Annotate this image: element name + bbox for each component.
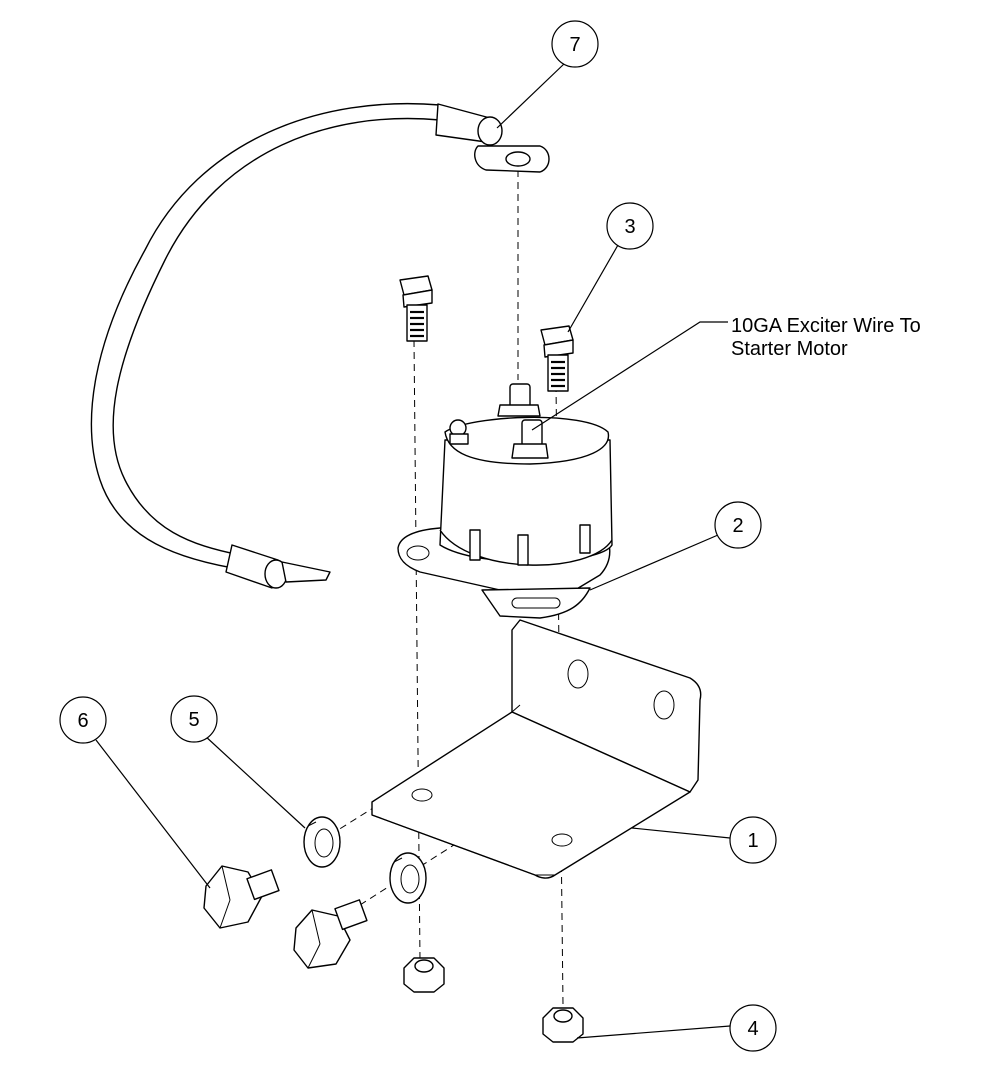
terminal-nut-front — [511, 443, 549, 459]
leader-2 — [589, 534, 719, 591]
leader-7 — [496, 62, 566, 129]
balloon-5-label: 5 — [188, 709, 199, 731]
cable-boot-top-end — [477, 116, 503, 146]
ring-terminal-top-hole — [505, 151, 531, 167]
lock-washer-lower — [389, 852, 427, 904]
lock-washer-upper — [303, 816, 341, 868]
bracket-hole-upper-right — [653, 690, 675, 720]
bracket-vertical-flange — [511, 619, 702, 793]
balloon-1-label: 1 — [747, 830, 758, 852]
bracket-hole-upper-left — [567, 659, 589, 689]
leader-5 — [203, 734, 306, 829]
balloon-3-label: 3 — [624, 216, 635, 238]
exciter-wire-note-line2: Starter Motor — [731, 338, 848, 360]
bracket-hole-base-right — [551, 833, 573, 847]
balloon-2-label: 2 — [732, 515, 743, 537]
flange-tab-bottom — [481, 587, 591, 619]
balloon-6: 6 — [59, 696, 107, 744]
ring-terminal-bottom — [281, 561, 331, 583]
mounting-bracket — [371, 619, 702, 879]
flange-hole-left — [406, 545, 430, 561]
leader-6 — [95, 739, 211, 889]
terminal-post-front — [521, 419, 543, 447]
leader-3 — [567, 244, 619, 333]
side-hex-bolt-upper — [203, 865, 280, 929]
solenoid — [397, 383, 613, 619]
leader-lines — [95, 62, 731, 1039]
balloon-4: 4 — [729, 1004, 777, 1052]
lock-nut-right — [542, 1007, 584, 1043]
center-line-left-bolt — [413, 339, 421, 961]
balloon-6-label: 6 — [77, 710, 88, 732]
exciter-wire-note-line1: 10GA Exciter Wire To — [731, 315, 921, 337]
rib-1 — [469, 529, 481, 561]
leader-4 — [576, 1025, 731, 1039]
terminal-nut-rear — [497, 404, 541, 417]
balloon-4-label: 4 — [747, 1018, 758, 1040]
rib-2 — [517, 534, 529, 566]
flange-slot — [511, 597, 561, 609]
balloon-1: 1 — [729, 816, 777, 864]
bracket-hole-base-left — [411, 788, 433, 802]
side-hex-bolt-lower — [293, 899, 368, 969]
center-line-right-bolt — [555, 384, 564, 1006]
battery-cable — [90, 102, 550, 589]
balloon-2: 2 — [714, 501, 762, 549]
balloon-7: 7 — [551, 20, 599, 68]
leader-note — [531, 321, 728, 431]
hex-bolt-right — [540, 325, 574, 392]
balloon-3: 3 — [606, 202, 654, 250]
rib-3 — [579, 524, 591, 554]
hex-bolt-left — [399, 275, 433, 342]
exciter-terminal-nut — [449, 433, 469, 445]
balloon-7-label: 7 — [569, 34, 580, 56]
lock-nut-left — [403, 957, 445, 993]
leader-1 — [631, 827, 731, 839]
balloon-5: 5 — [170, 695, 218, 743]
